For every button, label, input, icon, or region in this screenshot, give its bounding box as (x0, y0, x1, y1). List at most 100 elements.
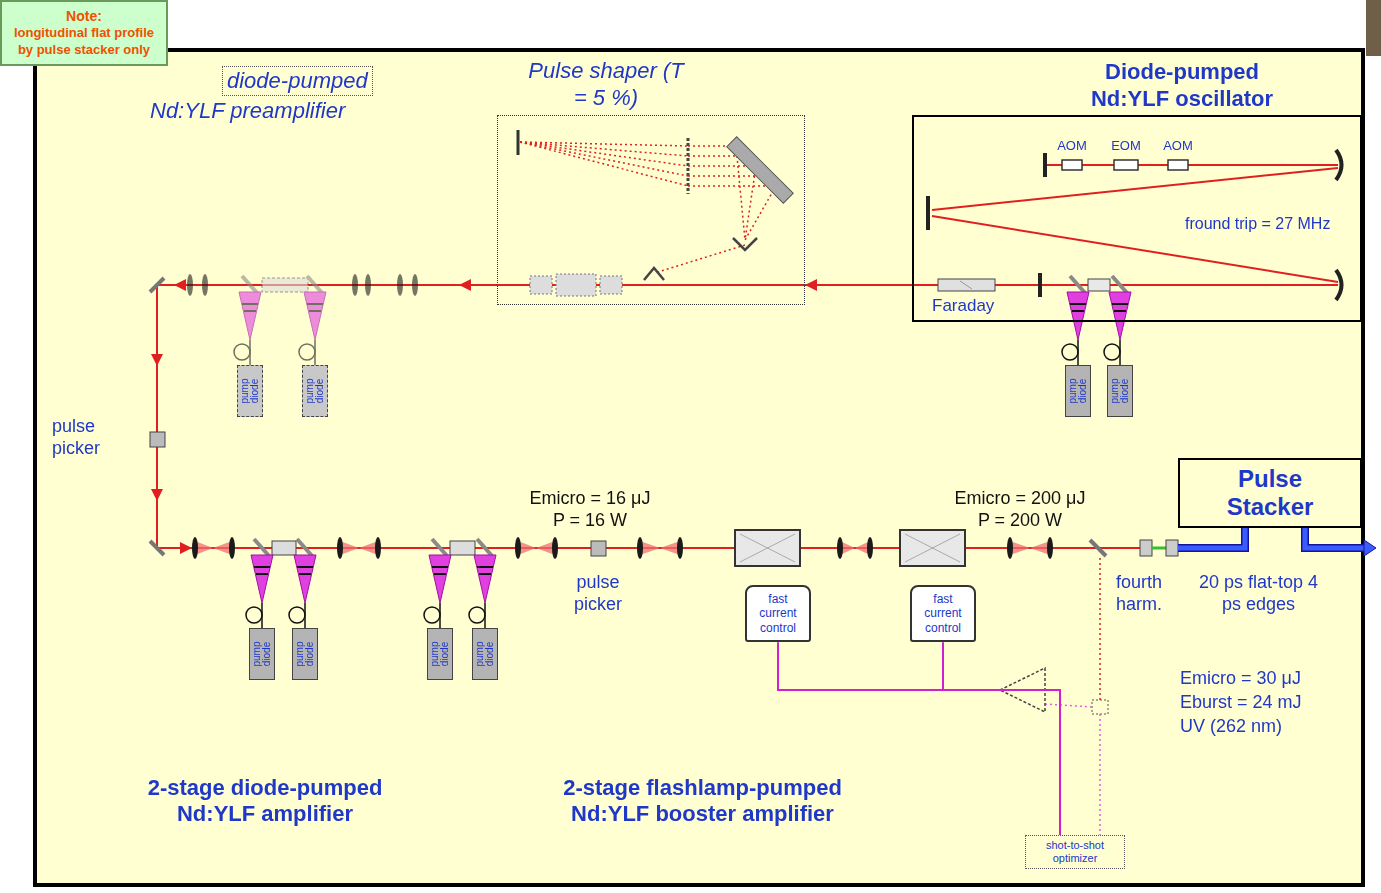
ray (520, 142, 688, 186)
dichroic-mirror (1070, 276, 1086, 294)
faraday-isolator (938, 279, 995, 291)
component-label: fourth harm. (1116, 572, 1176, 615)
cavity-beam (1042, 284, 1338, 286)
control-wire (943, 642, 1060, 835)
polarizer (530, 276, 552, 294)
component-label: EOM (1111, 139, 1141, 154)
node-text: pump diode (240, 368, 260, 414)
component-label: pulse picker (563, 572, 633, 615)
lens (1047, 537, 1053, 559)
lens (867, 537, 873, 559)
preamplifier (187, 274, 418, 365)
focus (340, 541, 378, 555)
lens (677, 537, 683, 559)
wavelength-label: UV (262 nm) (1180, 716, 1282, 738)
curved-mirror (1336, 150, 1342, 180)
photodiode (1092, 700, 1108, 714)
harmonic-crystal (1140, 540, 1152, 556)
ray (745, 166, 756, 240)
laser-crystal (262, 278, 308, 292)
modulator (1168, 160, 1188, 170)
shaper-rays (520, 142, 776, 272)
pump-diode: pump diode (472, 628, 498, 680)
energy-label: Emicro = 16 μJ (530, 488, 651, 510)
component-label: pulse picker (52, 416, 122, 459)
power-label: P = 16 W (553, 510, 627, 532)
corner-mirror (150, 278, 164, 292)
flashlamp-mark (740, 534, 795, 562)
laser-crystal (272, 541, 296, 555)
flashlamp-head (735, 530, 800, 566)
end-mirror (1043, 153, 1047, 177)
dichroic-mirror (307, 276, 323, 294)
current-control-box: fast current control (910, 585, 976, 642)
green-beam (1152, 547, 1166, 550)
dotted-tag: diode-pumped (222, 66, 373, 96)
pickoff-mirror (1090, 540, 1106, 556)
pump-optics (469, 555, 496, 628)
pump-diode: pump diode (237, 365, 263, 417)
ray (658, 245, 745, 272)
rotator (556, 274, 596, 296)
faraday-mark (960, 281, 972, 289)
signal-wire (1045, 704, 1092, 707)
ray (520, 142, 688, 166)
lens (192, 537, 198, 559)
curved-mirror (1336, 270, 1342, 300)
pulse-picker-cell (591, 541, 606, 556)
lens (837, 537, 843, 559)
uv-arrow (1364, 540, 1376, 556)
dichroic-mirror (254, 539, 270, 557)
flashlamp-head (900, 530, 965, 566)
component-label: AOM (1163, 139, 1193, 154)
node-text: pump diode (252, 631, 272, 677)
energy-label: Eburst = 24 mJ (1180, 692, 1302, 714)
stage-title: 2-stage diode-pumped Nd:YLF amplifier (120, 775, 410, 828)
pump-optics (1104, 292, 1131, 365)
roof-mirror (644, 268, 664, 280)
node-text: fast current control (750, 592, 806, 635)
focus (1010, 541, 1050, 555)
flashlamp-mark (905, 534, 960, 562)
pickoff-beam (1099, 558, 1101, 700)
stage-title: 2-stage flashlamp-pumped Nd:YLF booster … (535, 775, 870, 828)
grating (727, 137, 793, 203)
lens (397, 274, 403, 296)
dichroic-mirror (1112, 276, 1128, 294)
panel (35, 50, 1363, 885)
component-label: AOM (1057, 139, 1087, 154)
shaper-mirror (517, 130, 520, 155)
dichroic-mirror (297, 539, 313, 557)
energy-label: Emicro = 200 μJ (955, 488, 1086, 510)
pump-optics (424, 555, 451, 628)
corner-mirror (150, 541, 164, 555)
dichroic-mirror (432, 539, 448, 557)
node-text: pump diode (295, 631, 315, 677)
beam-connector (805, 284, 912, 286)
fold-mirror (926, 196, 930, 230)
lens (352, 274, 358, 296)
node-heading: Diode-pumped Nd:YLF oscillator (1072, 59, 1292, 112)
beam-arrow (459, 279, 471, 291)
lens (1007, 537, 1013, 559)
lens (365, 274, 371, 296)
ray (745, 186, 776, 240)
pump-diode: pump diode (1107, 365, 1133, 417)
node-text: pump diode (1068, 368, 1088, 414)
lens (552, 537, 558, 559)
pump-diode: pump diode (427, 628, 453, 680)
optimizer-box: shot-to-shot optimizer (1025, 835, 1125, 869)
node-text: shot-to-shot optimizer (1030, 839, 1120, 865)
beam-arrow (174, 279, 186, 291)
modulator (1062, 160, 1082, 170)
pump-optics (299, 292, 326, 365)
lens (412, 274, 418, 296)
node-text: pump diode (475, 631, 495, 677)
lens (229, 537, 235, 559)
cavity-beam (1045, 164, 1338, 166)
uv-beam (1305, 528, 1366, 548)
ray (520, 142, 688, 176)
